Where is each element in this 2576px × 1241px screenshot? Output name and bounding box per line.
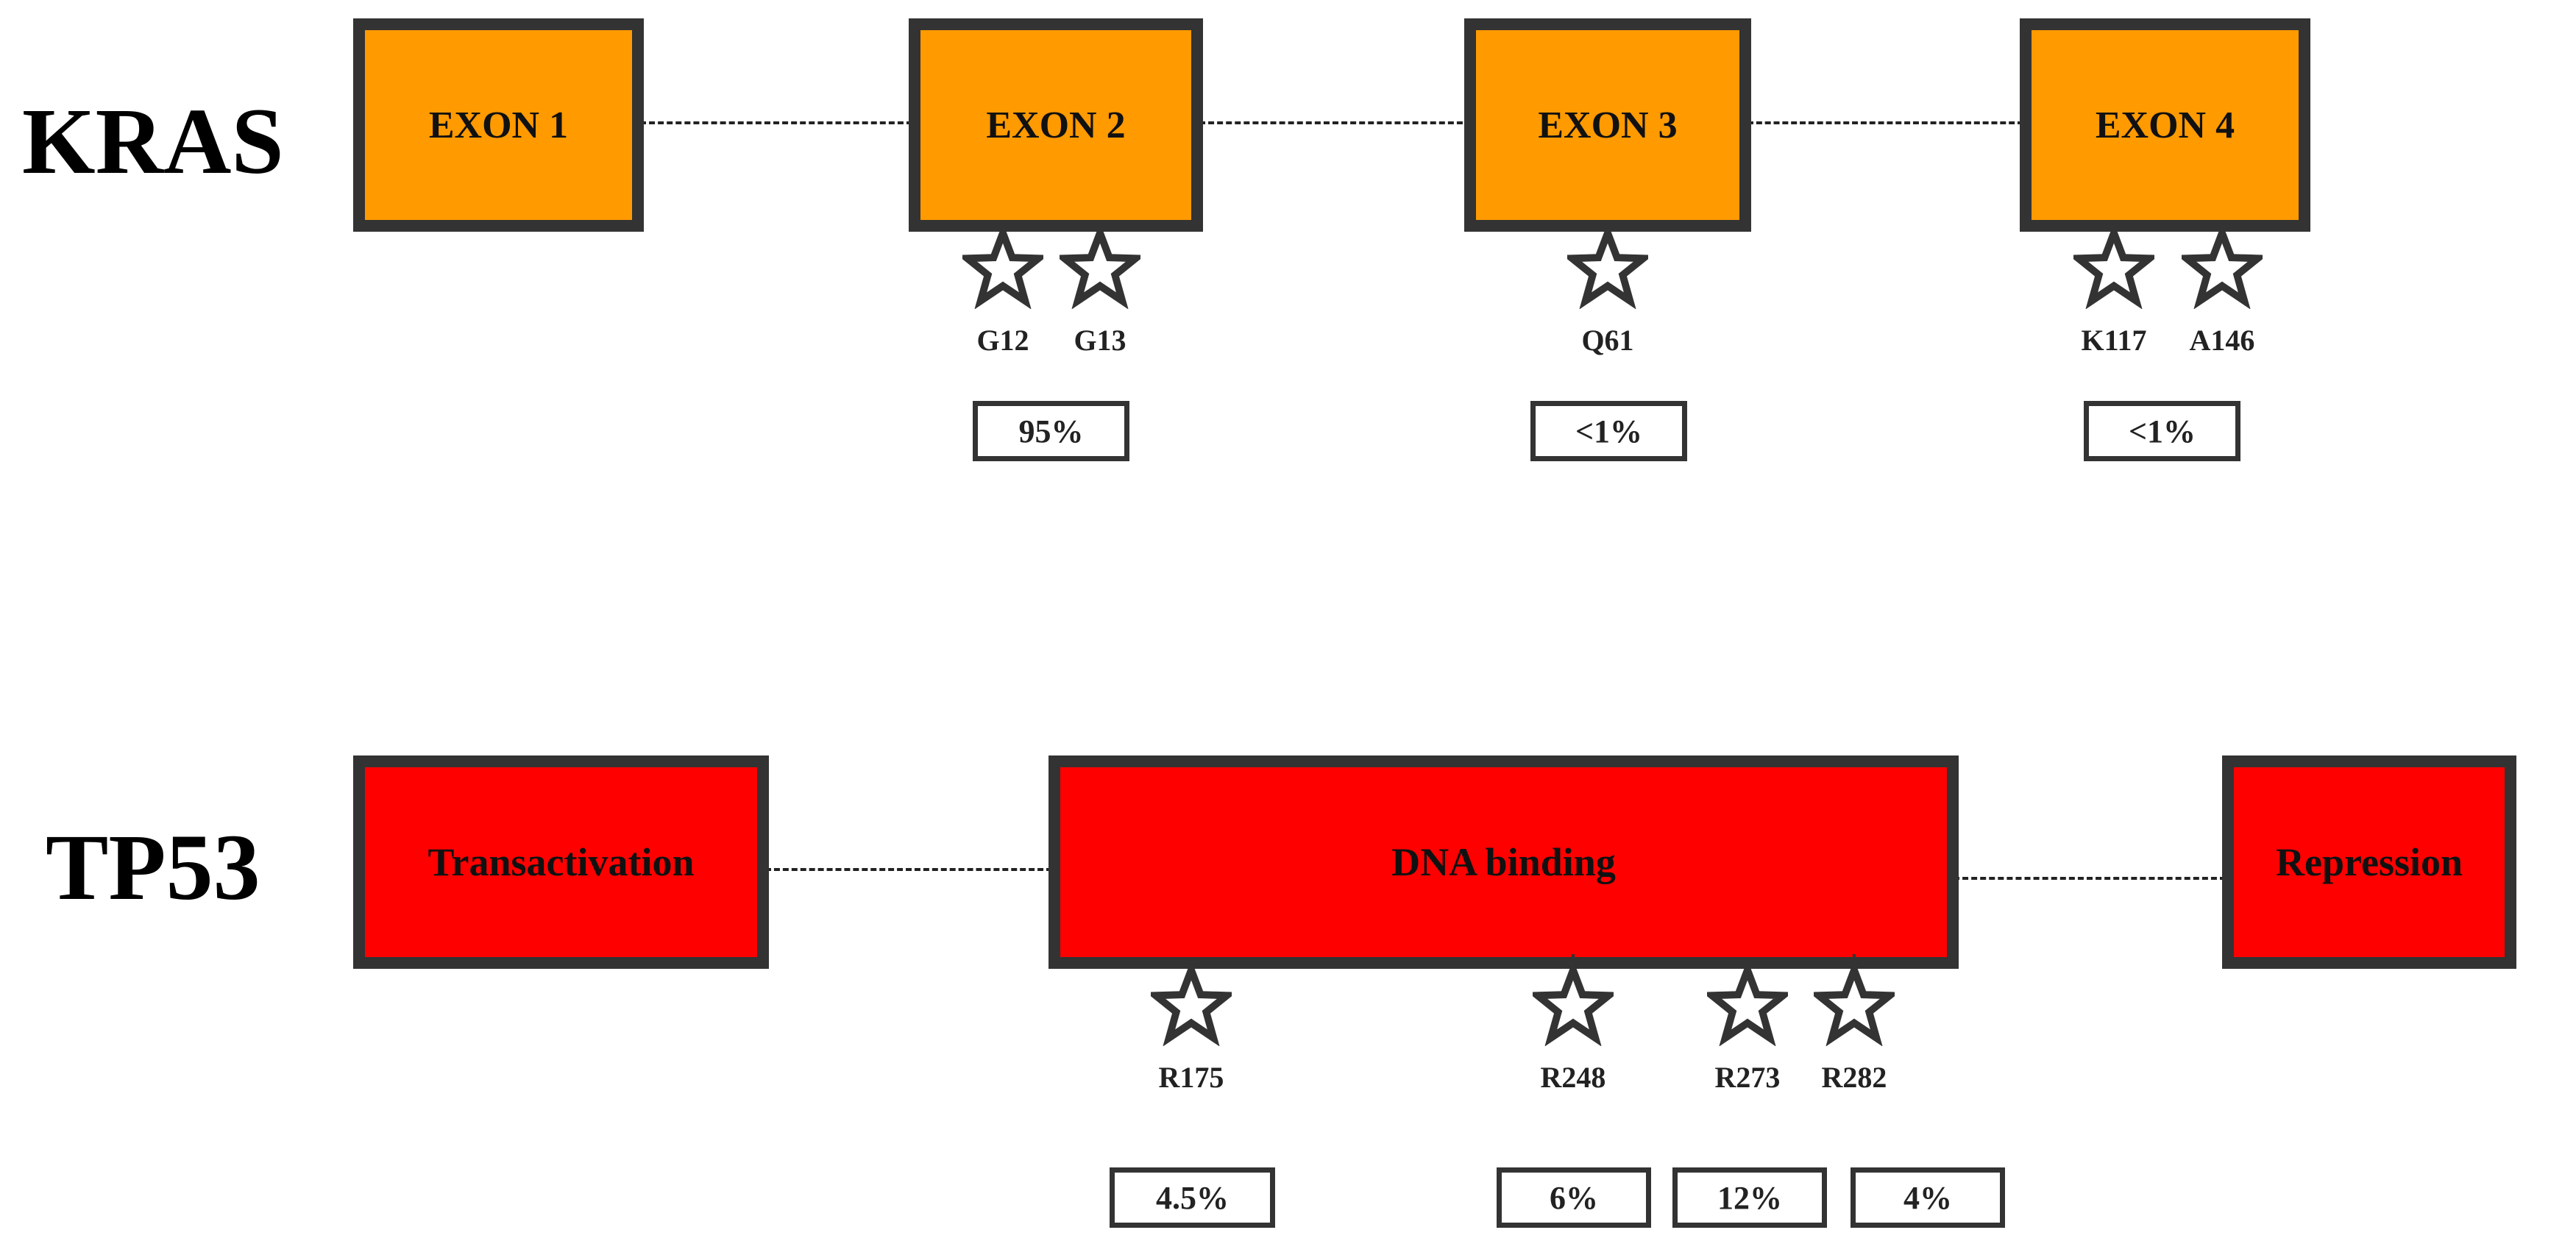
star-icon [962,228,1043,309]
tp53-frequency-r282: 4% [1851,1167,2005,1228]
kras-mutation-label-k117: K117 [2081,324,2147,357]
star-icon [2073,228,2154,309]
tp53-frequency-r273: 12% [1672,1167,1827,1228]
kras-exon-4: EXON 4 [2020,18,2310,232]
kras-mutation-label-q61: Q61 [1581,324,1634,357]
star-icon [1707,965,1788,1046]
tp53-gene-label: TP53 [46,815,260,920]
kras-exon-2: EXON 2 [909,18,1203,232]
kras-frequency-exon-3: <1% [1530,401,1687,461]
tp53-linker-1 [765,868,1052,871]
tp53-linker-2 [1954,877,2226,880]
kras-gene-label: KRAS [22,89,284,193]
tp53-mutation-label-r175: R175 [1158,1061,1224,1094]
kras-intron-link-1 [640,121,912,124]
kras-frequency-exon-4: <1% [2084,401,2240,461]
star-icon [1151,965,1232,1046]
star-icon [1533,965,1614,1046]
tp53-domain-dna-binding: DNA binding [1049,755,1959,969]
tp53-mutation-label-r273: R273 [1714,1061,1781,1094]
kras-mutation-label-g12: G12 [976,324,1029,357]
tp53-frequency-r175: 4.5% [1110,1167,1275,1228]
kras-exon-1: EXON 1 [353,18,644,232]
tp53-domain-repression: Repression [2222,755,2516,969]
kras-frequency-exon-2: 95% [973,401,1129,461]
star-icon [1814,965,1895,1046]
star-icon [1060,228,1140,309]
star-icon [1567,228,1648,309]
tp53-mutation-label-r282: R282 [1821,1061,1887,1094]
kras-mutation-label-a146: A146 [2189,324,2255,357]
kras-intron-link-2 [1199,121,1472,124]
kras-mutation-label-g13: G13 [1074,324,1126,357]
tp53-mutation-label-r248: R248 [1540,1061,1606,1094]
tp53-domain-transactivation: Transactivation [353,755,769,969]
kras-exon-3: EXON 3 [1464,18,1751,232]
kras-intron-link-3 [1748,121,2023,124]
star-icon [2182,228,2263,309]
tp53-frequency-r248: 6% [1497,1167,1651,1228]
